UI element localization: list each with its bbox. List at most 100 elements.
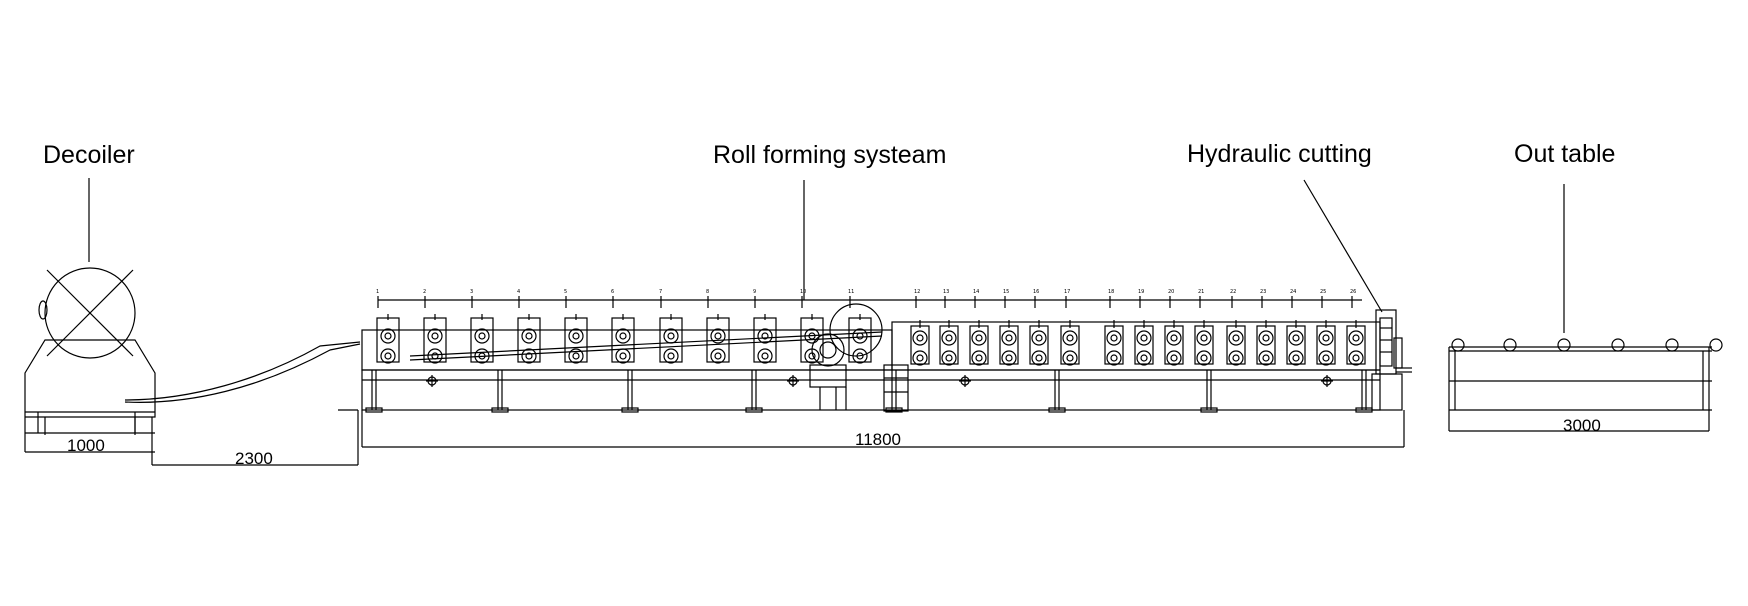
upper-roller bbox=[804, 328, 820, 344]
table-roller bbox=[1451, 338, 1465, 352]
upper-roller bbox=[1288, 330, 1304, 346]
roll-forming-label: Roll forming systeam bbox=[713, 141, 946, 169]
lower-roller bbox=[1001, 350, 1017, 366]
lower-roller-hub bbox=[1232, 354, 1240, 362]
leg-foot bbox=[621, 407, 639, 413]
lower-roller-hub bbox=[856, 352, 864, 360]
lower-roller-hub bbox=[478, 352, 486, 360]
out-table-label: Out table bbox=[1514, 140, 1615, 168]
upper-roller bbox=[427, 328, 443, 344]
upper-roller-hub bbox=[431, 332, 439, 340]
steel-strip bbox=[124, 343, 361, 403]
out-table-drawing bbox=[1448, 184, 1723, 432]
lower-roller-hub bbox=[1035, 354, 1043, 362]
station-stand bbox=[564, 317, 588, 363]
lower-roller bbox=[1318, 350, 1334, 366]
upper-roller bbox=[1062, 330, 1078, 346]
upper-roller bbox=[912, 330, 928, 346]
lower-roller-hub bbox=[1352, 354, 1360, 362]
gap-dimension-label: 2300 bbox=[235, 449, 273, 468]
lower-roller bbox=[912, 350, 928, 366]
upper-roller bbox=[521, 328, 537, 344]
lower-roller-hub bbox=[431, 352, 439, 360]
lower-roller-hub bbox=[916, 354, 924, 362]
station-number: 3 bbox=[470, 289, 473, 295]
lower-roller-hub bbox=[1110, 354, 1118, 362]
upper-roller-hub bbox=[667, 332, 675, 340]
upper-roller bbox=[474, 328, 490, 344]
hydraulic-cutter bbox=[1303, 179, 1412, 411]
lower-roller-hub bbox=[619, 352, 627, 360]
lower-roller bbox=[1106, 350, 1122, 366]
upper-roller-hub bbox=[714, 332, 722, 340]
station-number: 15 bbox=[1003, 289, 1009, 295]
station-stand bbox=[753, 317, 777, 363]
station-number: 4 bbox=[517, 289, 520, 295]
lower-roller-hub bbox=[1005, 354, 1013, 362]
upper-roller-hub bbox=[384, 332, 392, 340]
station-number: 17 bbox=[1064, 289, 1070, 295]
station-number: 24 bbox=[1290, 289, 1296, 295]
upper-roller-hub bbox=[619, 332, 627, 340]
leg-foot bbox=[745, 407, 763, 413]
station-number: 23 bbox=[1260, 289, 1266, 295]
upper-roller bbox=[757, 328, 773, 344]
lower-roller-hub bbox=[525, 352, 533, 360]
station-stand bbox=[517, 317, 541, 363]
lower-roller-hub bbox=[1170, 354, 1178, 362]
lower-roller-hub bbox=[1140, 354, 1148, 362]
station-number: 25 bbox=[1320, 289, 1326, 295]
upper-roller-hub bbox=[1110, 334, 1118, 342]
table-roller bbox=[1665, 338, 1679, 352]
lower-roller-hub bbox=[1066, 354, 1074, 362]
upper-roller-hub bbox=[1200, 334, 1208, 342]
upper-roller bbox=[710, 328, 726, 344]
lower-roller-hub bbox=[975, 354, 983, 362]
upper-roller bbox=[1106, 330, 1122, 346]
decoiler-drawing bbox=[24, 178, 156, 453]
upper-roller bbox=[1031, 330, 1047, 346]
crosshair-markers bbox=[426, 375, 1333, 387]
station-number: 5 bbox=[564, 289, 567, 295]
upper-roller-hub bbox=[1066, 334, 1074, 342]
upper-roller-hub bbox=[945, 334, 953, 342]
upper-roller-hub bbox=[1322, 334, 1330, 342]
upper-roller bbox=[1196, 330, 1212, 346]
station-number: 8 bbox=[706, 289, 709, 295]
station-stand bbox=[376, 317, 400, 363]
upper-roller-hub bbox=[975, 334, 983, 342]
lower-roller-hub bbox=[572, 352, 580, 360]
lower-roller bbox=[1196, 350, 1212, 366]
upper-roller bbox=[1258, 330, 1274, 346]
table-roller bbox=[1503, 338, 1517, 352]
lower-roller-hub bbox=[667, 352, 675, 360]
lower-roller bbox=[804, 348, 820, 364]
lower-roller bbox=[568, 348, 584, 364]
leg-foot bbox=[1048, 407, 1066, 413]
upper-roller-hub bbox=[916, 334, 924, 342]
lower-roller bbox=[521, 348, 537, 364]
decoiler-label: Decoiler bbox=[43, 141, 135, 169]
upper-roller bbox=[615, 328, 631, 344]
table-roller bbox=[1557, 338, 1571, 352]
station-number: 18 bbox=[1108, 289, 1114, 295]
lower-roller bbox=[1258, 350, 1274, 366]
upper-roller-hub bbox=[1005, 334, 1013, 342]
station-number: 19 bbox=[1138, 289, 1144, 295]
table-roller bbox=[1709, 338, 1723, 352]
upper-roller-hub bbox=[1140, 334, 1148, 342]
upper-roller-hub bbox=[1170, 334, 1178, 342]
upper-roller-hub bbox=[1352, 334, 1360, 342]
machine-length-dimension: 11800 bbox=[855, 430, 901, 449]
upper-roller bbox=[568, 328, 584, 344]
upper-roller-hub bbox=[856, 332, 864, 340]
lower-roller bbox=[971, 350, 987, 366]
lower-roller-hub bbox=[945, 354, 953, 362]
upper-roller bbox=[1228, 330, 1244, 346]
upper-roller-hub bbox=[572, 332, 580, 340]
upper-roller bbox=[1318, 330, 1334, 346]
station-number: 11 bbox=[848, 289, 854, 295]
upper-roller-hub bbox=[478, 332, 486, 340]
upper-roller bbox=[1001, 330, 1017, 346]
